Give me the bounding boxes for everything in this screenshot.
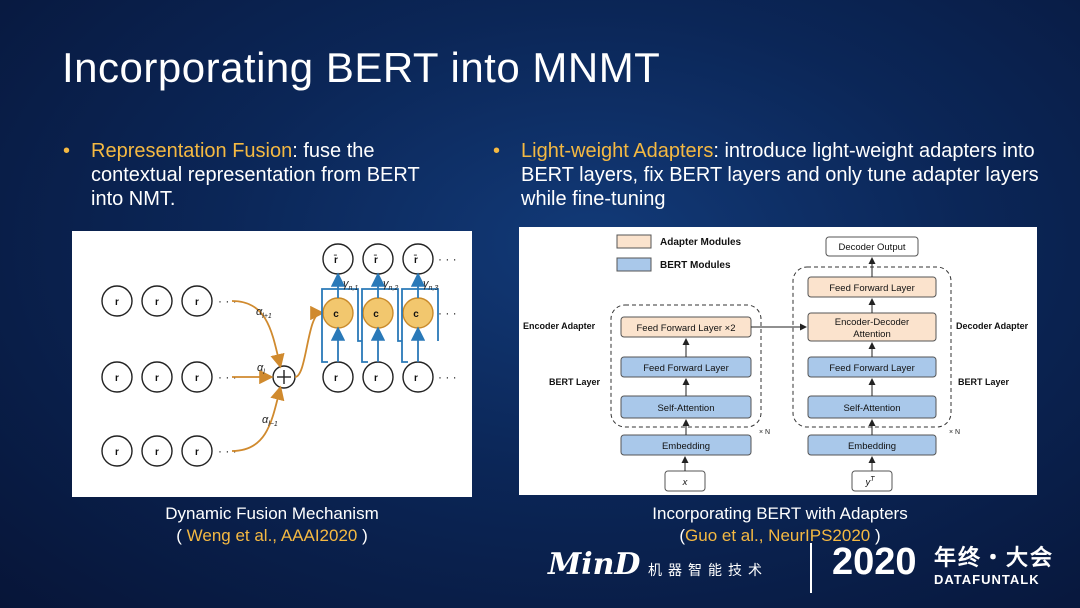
dec-self-attn-label: Self-Attention — [843, 403, 900, 414]
svg-text:c: c — [373, 309, 379, 320]
ellipsis-c: · · · — [438, 306, 457, 320]
dec-ffn-label: Feed Forward Layer — [829, 363, 915, 374]
svg-text:c: c — [413, 309, 419, 320]
right-caption: Incorporating BERT with Adapters (Guo et… — [620, 503, 940, 547]
r-node-l-3 — [181, 361, 213, 393]
bert-layer-label-left: BERT Layer — [549, 377, 601, 387]
bullet-dot-icon: • — [63, 140, 71, 162]
right-caption-cite: (Guo et al., NeurIPS2020 ) — [679, 526, 881, 545]
dec-embedding-label: Embedding — [848, 441, 896, 452]
r-node-l1-3 — [181, 285, 213, 317]
rbar-node-1 — [322, 243, 354, 275]
dec-ffn-top-label: Feed Forward Layer — [829, 283, 915, 294]
alpha-mid: αl — [257, 362, 265, 376]
legend-adapter-label: Adapter Modules — [660, 237, 742, 248]
left-caption-cite: ( Weng et al., AAAI2020 ) — [176, 526, 368, 545]
encoder-dashed-box — [610, 304, 762, 428]
footer-subtitle: 机器智能技术 — [648, 562, 768, 578]
footer-brand: DATAFUNTALK — [934, 572, 1040, 587]
svg-text:r: r — [115, 447, 119, 458]
svg-text:r: r — [115, 297, 119, 308]
svg-text:r: r — [195, 373, 199, 384]
footer-divider — [810, 543, 812, 593]
left-bullet-text: : fuse the contextual representation fro… — [91, 140, 420, 210]
ellipsis-l: · · · — [218, 370, 237, 384]
svg-text:r: r — [155, 297, 159, 308]
svg-text:r̄: r̄ — [373, 254, 378, 266]
left-caption: Dynamic Fusion Mechanism ( Weng et al., … — [122, 503, 422, 547]
dec-repeat-label: × N — [949, 429, 960, 436]
footer-event: 年终・大会 — [934, 545, 1055, 570]
slide-title: Incorporating BERT into MNMT — [62, 44, 661, 91]
r-node-lm1-1 — [101, 435, 133, 467]
legend-bert-label: BERT Modules — [660, 260, 731, 271]
decoder-adapter-label: Decoder Adapter — [956, 321, 1029, 331]
svg-text:r̄: r̄ — [333, 254, 338, 266]
alpha-top: αl+1 — [256, 306, 272, 320]
enc-embedding-label: Embedding — [662, 441, 710, 452]
enc-ffn-x2-label: Feed Forward Layer ×2 — [636, 323, 735, 334]
enc-repeat-label: × N — [759, 429, 770, 436]
left-bullet-highlight: Representation Fusion — [91, 140, 293, 162]
svg-text:r: r — [195, 297, 199, 308]
adapter-diagram-panel: Adapter Modules BERT Modules Encoder Ada… — [519, 227, 1037, 495]
left-caption-title: Dynamic Fusion Mechanism — [165, 504, 379, 523]
left-bullet: • Representation Fusion: fuse the contex… — [63, 139, 441, 211]
dec-encdec-label-2: Attention — [853, 329, 891, 340]
right-caption-title: Incorporating BERT with Adapters — [652, 504, 908, 523]
ellipsis-rbar: · · · — [438, 252, 457, 266]
right-bullet: • Light-weight Adapters: introduce light… — [493, 139, 1041, 211]
r-node-l1-1 — [101, 285, 133, 317]
dec-output-label: Decoder Output — [838, 242, 905, 253]
rbar-node-2 — [362, 243, 394, 275]
enc-self-attn-label: Self-Attention — [657, 403, 714, 414]
r-node-l-2 — [141, 361, 173, 393]
svg-text:r: r — [414, 373, 418, 384]
dec-output-box — [825, 236, 919, 257]
svg-text:r̄: r̄ — [413, 254, 418, 266]
svg-text:r: r — [155, 373, 159, 384]
svg-text:r: r — [195, 447, 199, 458]
gamma-1: γn,1 — [343, 278, 358, 292]
bullet-dot-icon: • — [493, 140, 501, 162]
rs-node-2 — [362, 361, 394, 393]
legend-bert-swatch — [616, 257, 652, 272]
alpha-bot: αl−1 — [262, 414, 278, 428]
adapter-diagram: Adapter Modules BERT Modules Encoder Ada… — [523, 234, 1029, 492]
fusion-diagram: r r r r r r r r r r̄ r̄ r̄ r r r c c c · · · · · · ·… — [101, 243, 457, 467]
svg-text:c: c — [333, 309, 339, 320]
bert-layer-label-right: BERT Layer — [958, 377, 1010, 387]
rbar-node-3 — [402, 243, 434, 275]
ellipsis-rs: · · · — [438, 370, 457, 384]
encoder-adapter-label: Encoder Adapter — [523, 321, 596, 331]
svg-text:r: r — [334, 373, 338, 384]
fusion-diagram-panel: r r r r r r r r r r̄ r̄ r̄ r r r c c c · · · · · · ·… — [72, 231, 472, 497]
gamma-3: γn,3 — [423, 278, 438, 292]
rs-node-3 — [402, 361, 434, 393]
right-bullet-text: : introduce light-weight adapters into B… — [521, 140, 1039, 210]
ellipsis-lm1: · · · — [218, 444, 237, 458]
r-node-l1-2 — [141, 285, 173, 317]
mind-logo: MinD — [548, 547, 641, 582]
dec-input-label: yT — [864, 476, 875, 488]
svg-text:r: r — [155, 447, 159, 458]
r-node-lm1-2 — [141, 435, 173, 467]
r-node-l-1 — [101, 361, 133, 393]
r-node-lm1-3 — [181, 435, 213, 467]
rs-node-1 — [322, 361, 354, 393]
enc-ffn-label: Feed Forward Layer — [643, 363, 729, 374]
right-bullet-highlight: Light-weight Adapters — [521, 140, 714, 162]
enc-input-label: x — [682, 477, 689, 488]
legend-adapter-swatch — [616, 234, 652, 249]
svg-text:r: r — [374, 373, 378, 384]
ellipsis-l1: · · · — [218, 294, 237, 308]
footer-year: 2020 — [832, 541, 917, 583]
dec-encdec-label-1: Encoder-Decoder — [835, 317, 909, 328]
svg-text:r: r — [115, 373, 119, 384]
gamma-2: γn,2 — [383, 278, 398, 292]
